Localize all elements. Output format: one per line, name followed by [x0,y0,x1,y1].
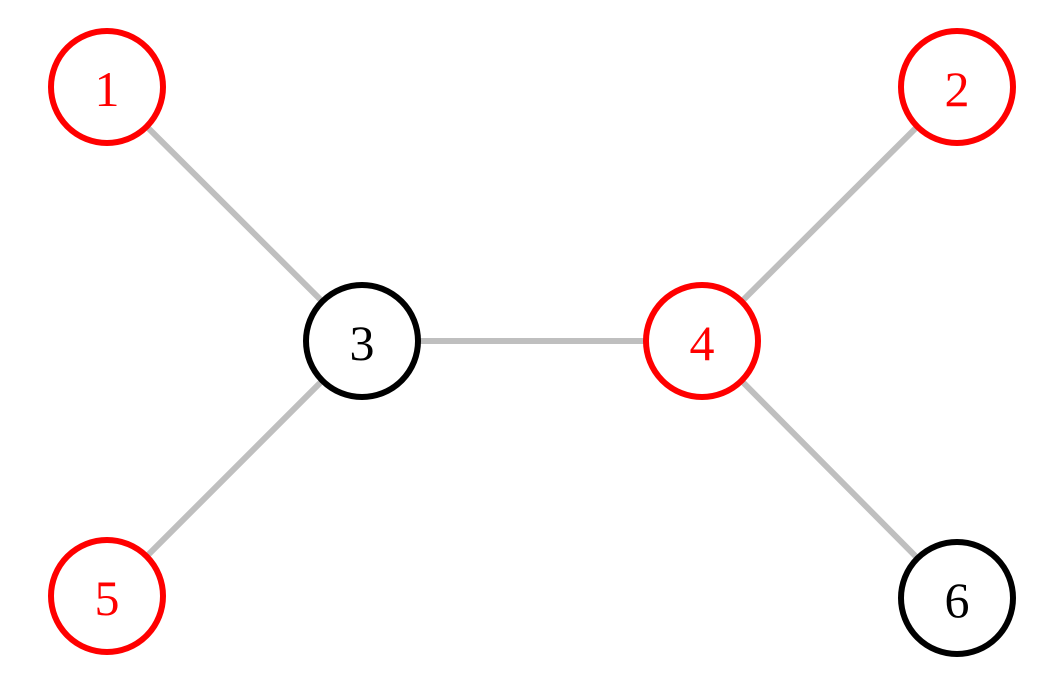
node-label: 6 [945,572,970,628]
node-2: 2 [898,28,1016,146]
node-circle [898,539,1016,657]
node-4: 4 [643,282,761,400]
edge-2-4 [699,84,960,344]
node-circle [643,282,761,400]
node-1: 1 [48,28,166,146]
node-circle [48,537,166,655]
nodes: 1 2 3 4 5 6 [48,28,1016,657]
node-circle [303,282,421,400]
node-circle [898,28,1016,146]
edge-1-3 [104,84,365,344]
edge-5-3 [104,338,365,599]
node-label: 3 [350,315,375,371]
node-label: 2 [945,61,970,117]
node-circle [48,28,166,146]
edge-4-6 [699,338,960,601]
node-label: 4 [690,315,715,371]
node-label: 5 [95,570,120,626]
node-label: 1 [95,61,120,117]
node-3: 3 [303,282,421,400]
node-6: 6 [898,539,1016,657]
edges [104,84,960,601]
node-5: 5 [48,537,166,655]
